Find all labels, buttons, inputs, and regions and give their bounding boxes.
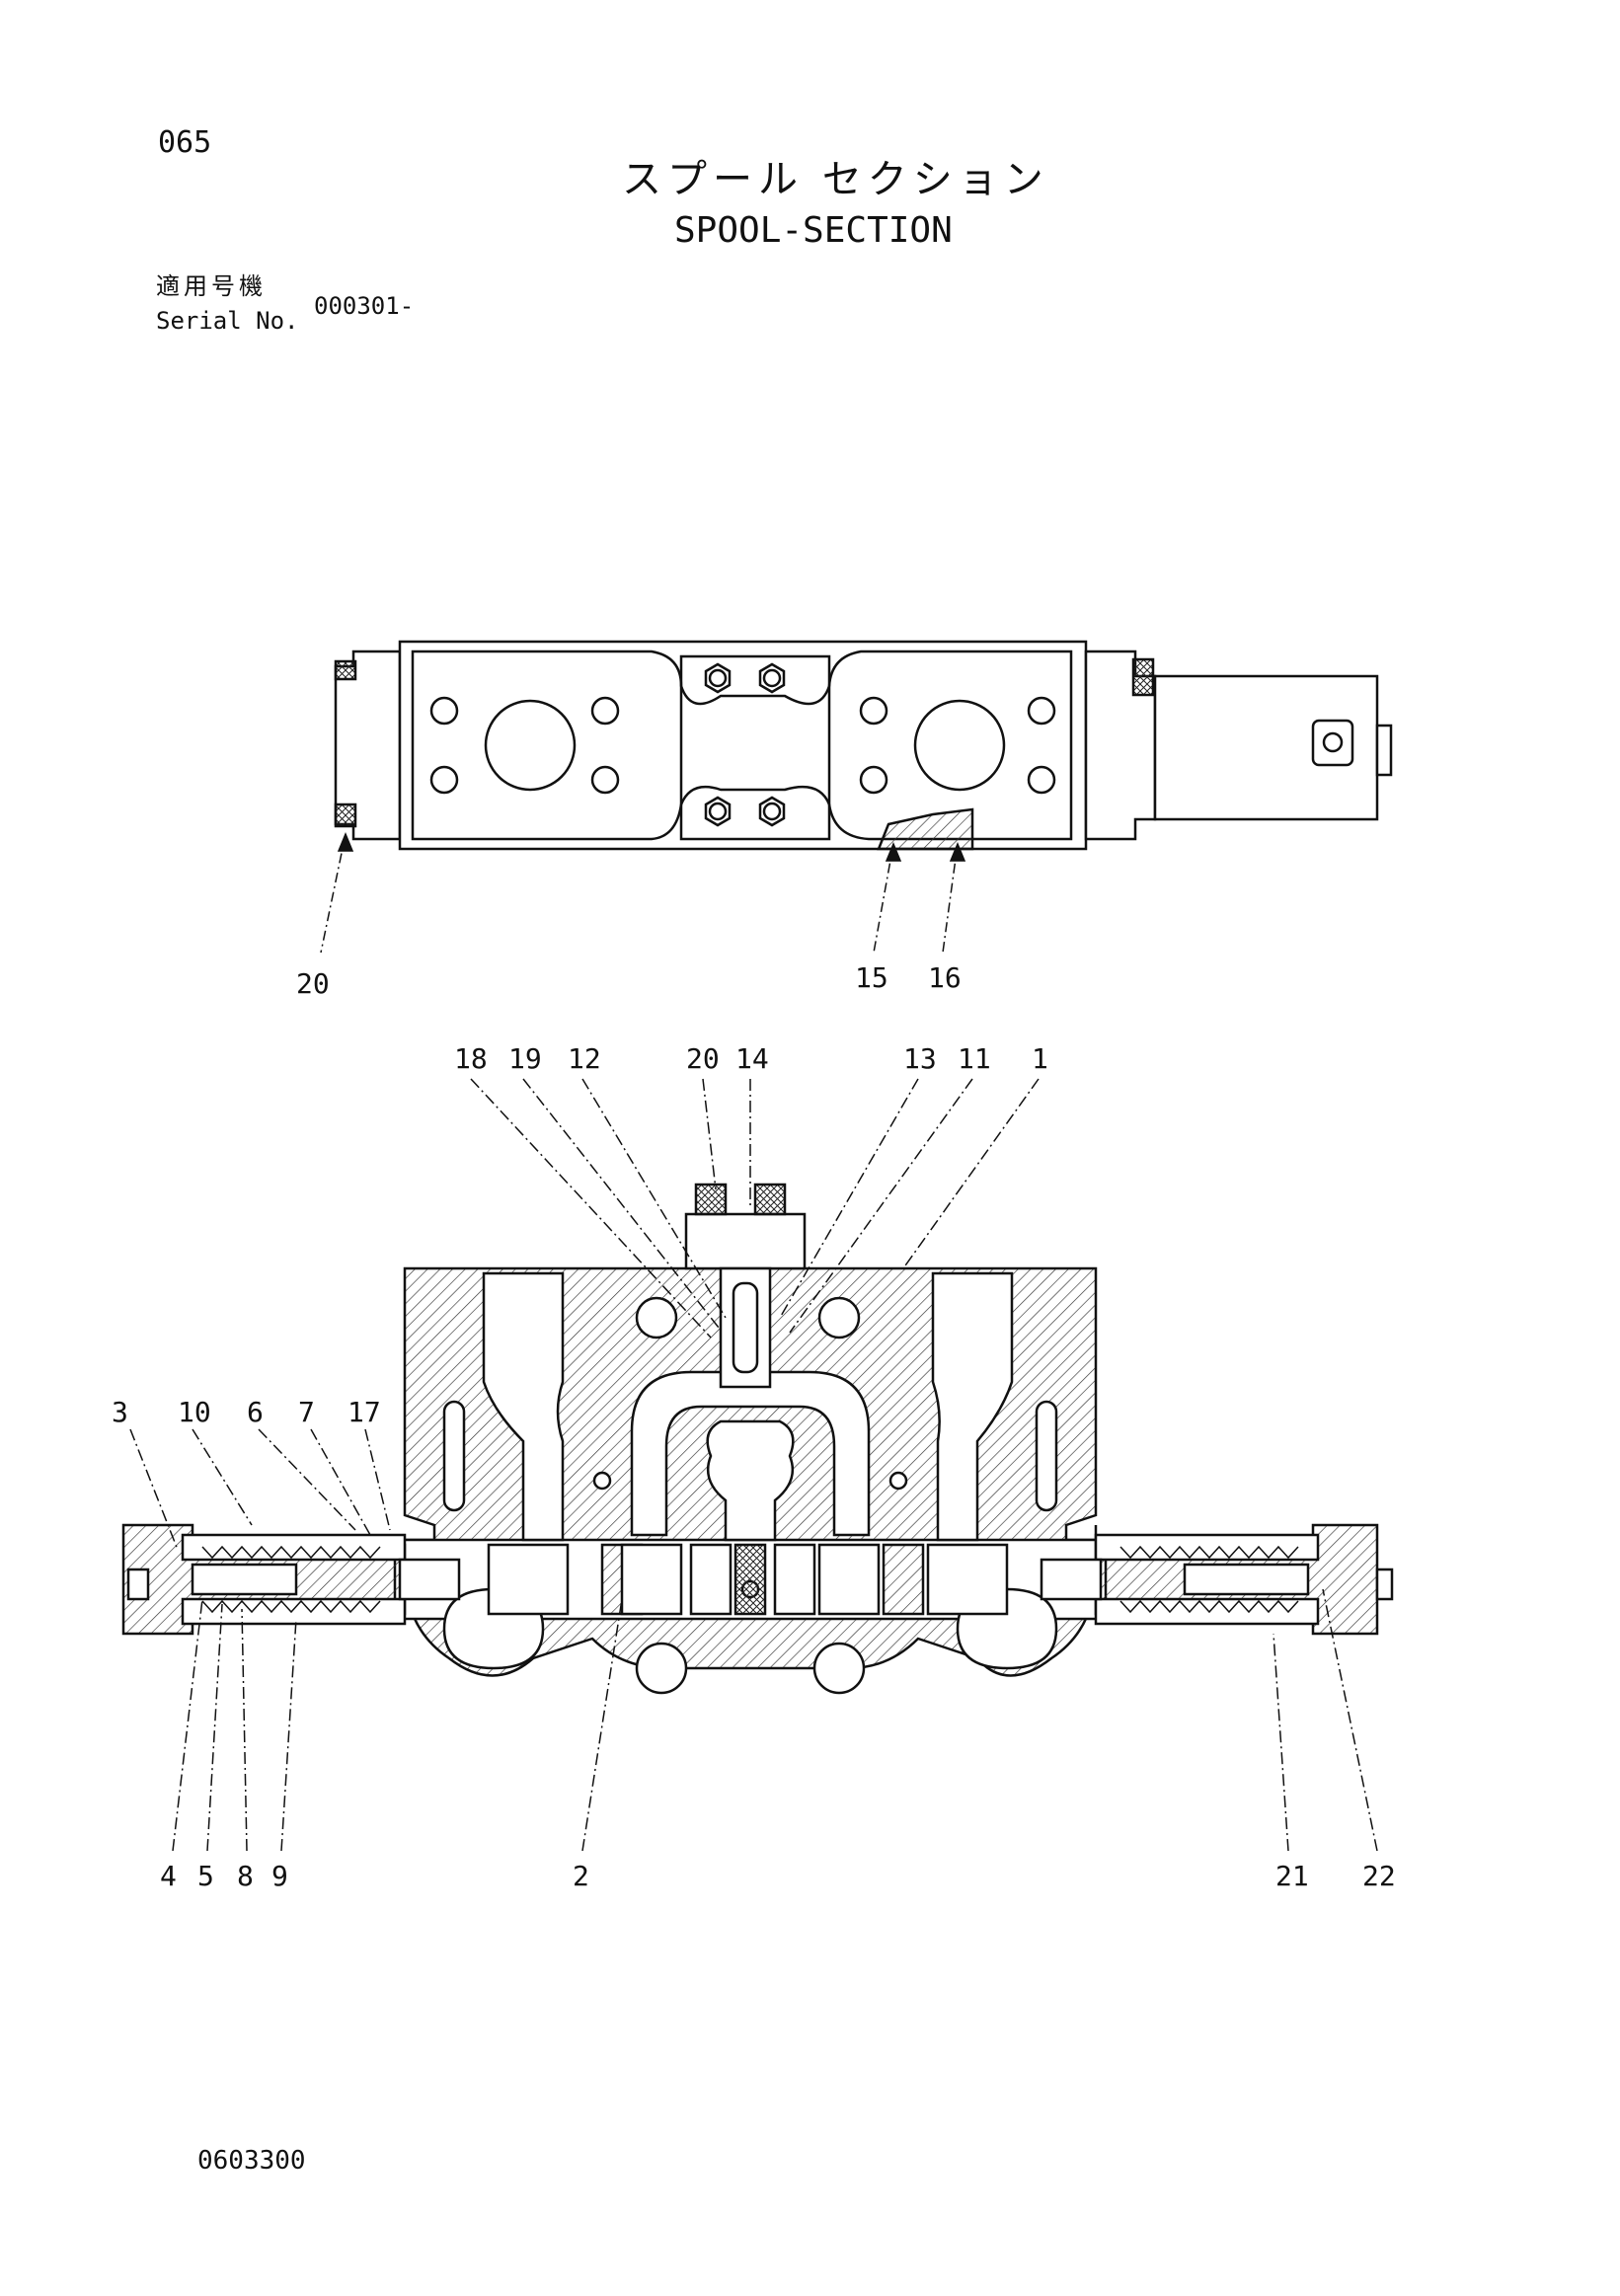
callout-4: 4	[160, 1860, 177, 1892]
callout-10: 10	[178, 1396, 211, 1428]
title-japanese: スプール セクション	[622, 157, 1049, 202]
callout-14: 14	[735, 1042, 769, 1075]
section-leaders	[129, 1078, 1378, 1852]
page-number: 065	[158, 125, 212, 160]
callout-20-top: 20	[296, 967, 330, 1000]
callout-6: 6	[247, 1396, 264, 1428]
title-english: SPOOL-SECTION	[674, 210, 953, 251]
callout-5: 5	[197, 1860, 214, 1892]
callout-15: 15	[855, 961, 888, 994]
callout-18: 18	[454, 1042, 488, 1075]
callout-3: 3	[112, 1396, 128, 1428]
top-view	[334, 640, 1393, 851]
callout-21: 21	[1275, 1860, 1309, 1892]
callout-16: 16	[928, 961, 962, 994]
callout-17: 17	[347, 1396, 381, 1428]
callout-8: 8	[237, 1860, 254, 1892]
callout-20: 20	[686, 1042, 720, 1075]
callout-9: 9	[271, 1860, 288, 1892]
springs	[201, 1545, 1299, 1614]
document-code: 0603300	[197, 2146, 306, 2176]
callout-13: 13	[903, 1042, 937, 1075]
callout-11: 11	[958, 1042, 991, 1075]
callout-22: 22	[1362, 1860, 1396, 1892]
top-view-leaders	[320, 832, 966, 954]
callout-1: 1	[1032, 1042, 1048, 1075]
serial-label-english: Serial No.	[156, 307, 299, 335]
callout-12: 12	[568, 1042, 601, 1075]
callout-7: 7	[298, 1396, 315, 1428]
section-view	[121, 1183, 1394, 1695]
callout-19: 19	[508, 1042, 542, 1075]
serial-label-japanese: 適用号機	[156, 272, 267, 300]
serial-value: 000301-	[314, 292, 415, 320]
callout-2: 2	[573, 1860, 589, 1892]
